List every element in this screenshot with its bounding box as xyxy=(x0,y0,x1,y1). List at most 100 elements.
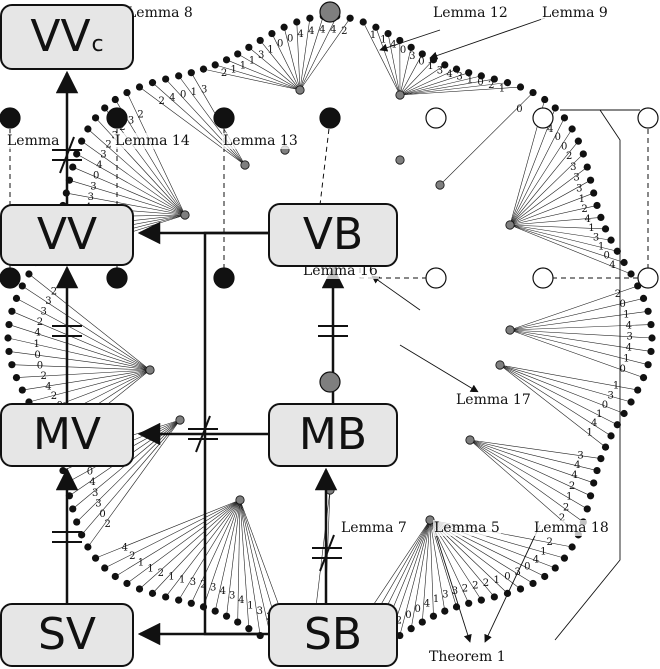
rim-dot xyxy=(560,554,569,562)
main-arrows xyxy=(55,70,345,646)
arrow-to-l17 xyxy=(399,344,479,393)
node-mb-label: MB xyxy=(298,409,368,460)
edge-weight: 3 xyxy=(92,488,98,499)
edge-weight: 1 xyxy=(579,194,585,205)
fan-edge xyxy=(399,59,434,96)
edge-weight: 2 xyxy=(488,80,494,91)
hub-dot xyxy=(235,495,245,505)
edge-weight: 4 xyxy=(220,586,226,597)
edge-weight: 2 xyxy=(104,519,110,530)
hub-dot xyxy=(465,435,475,445)
edge-weight: 4 xyxy=(585,214,591,225)
rim-dot xyxy=(477,72,485,80)
edge-weight: 1 xyxy=(230,64,236,75)
node-vv-label: VV xyxy=(36,209,98,260)
rim-dot xyxy=(529,88,537,97)
rim-dot xyxy=(18,282,26,290)
rim-dot xyxy=(639,294,648,302)
edge-weight: 0 xyxy=(405,610,411,621)
fan-edge xyxy=(399,519,431,636)
edge-weight: 0 xyxy=(516,104,522,115)
rim-dot xyxy=(59,466,67,475)
eq-symbol-mb-vb xyxy=(318,325,348,337)
rim-dot xyxy=(568,125,576,133)
edge-weight: 2 xyxy=(396,615,402,626)
fan-edge xyxy=(299,18,311,91)
edge-weight: 2 xyxy=(51,286,57,297)
edge-weight: 1 xyxy=(147,563,153,574)
edge-weight: 0 xyxy=(99,509,105,520)
fan-edge xyxy=(469,439,591,497)
fan-edge xyxy=(72,166,186,216)
fan-edge xyxy=(139,86,246,166)
edge-weight: 2 xyxy=(472,581,478,592)
white-node xyxy=(637,107,659,129)
fan-edge xyxy=(422,519,431,623)
rim-dot xyxy=(639,374,648,382)
fan-edge xyxy=(499,364,625,414)
rim-dot xyxy=(407,43,415,51)
rim-dot xyxy=(516,585,525,593)
neq-symbol-vvc-vv xyxy=(52,136,82,174)
edge-weight: 3 xyxy=(41,306,47,317)
edge-weight: 3 xyxy=(100,149,106,160)
hub-dot xyxy=(295,85,305,95)
rim-dot xyxy=(541,572,549,581)
edge-weight: 3 xyxy=(607,390,613,401)
edge-weight: 1 xyxy=(433,594,439,605)
eq-symbol-mv-sv xyxy=(52,531,82,543)
edge-weight: 3 xyxy=(570,162,576,173)
rim-dot xyxy=(384,29,392,38)
edge-weight: 1 xyxy=(247,600,253,611)
fan-edge xyxy=(469,439,601,459)
rim-dot xyxy=(568,543,576,551)
rim-dot xyxy=(25,270,33,278)
gray-hub-top xyxy=(319,1,341,23)
gray-hub-center xyxy=(319,371,341,393)
fan-edge xyxy=(469,439,584,523)
fan-edge xyxy=(16,369,151,378)
fan-edge xyxy=(509,192,594,226)
fan-edge xyxy=(115,499,241,577)
edge-weight: 2 xyxy=(200,580,206,591)
rim-dot xyxy=(245,625,253,633)
edge-weight: 0 xyxy=(602,400,608,411)
edge-weight: 4 xyxy=(319,25,325,36)
white-node xyxy=(637,267,659,289)
rim-dot xyxy=(465,599,473,607)
edge-weight: 0 xyxy=(37,361,43,372)
rim-dot xyxy=(597,213,605,221)
edge-weight: 0 xyxy=(87,467,93,478)
edge-weight: 4 xyxy=(609,260,615,271)
fan-edge xyxy=(509,329,652,352)
rim-dot xyxy=(541,95,549,104)
dash-mid-2 xyxy=(319,119,331,206)
rim-dot xyxy=(601,225,610,233)
rim-dot xyxy=(73,150,81,158)
edge-weight: 4 xyxy=(45,381,51,392)
rim-dot xyxy=(551,564,559,572)
fan-edge xyxy=(178,499,241,601)
edge-weight: 0 xyxy=(524,561,530,572)
rim-dot xyxy=(111,95,119,104)
rim-dot xyxy=(175,596,183,604)
fan-edge xyxy=(165,78,246,166)
rim-dot xyxy=(4,334,12,342)
edge-weight: 3 xyxy=(257,606,263,617)
hub-dot xyxy=(505,220,515,230)
edge-weight: 3 xyxy=(593,232,599,243)
edge-weight: 3 xyxy=(626,332,632,343)
arrow-long-right xyxy=(554,109,621,641)
fan-edge xyxy=(28,369,151,403)
arrow-to-l9 xyxy=(429,17,546,60)
rim-dot xyxy=(396,36,404,45)
edge-weight: 3 xyxy=(573,173,579,184)
fan-edge xyxy=(399,72,469,96)
rim-dot xyxy=(627,398,635,406)
fan-edge xyxy=(509,329,644,378)
edge-weight: 1 xyxy=(494,575,500,586)
fan-edge xyxy=(7,337,151,371)
edge-weight: 0 xyxy=(34,350,40,361)
